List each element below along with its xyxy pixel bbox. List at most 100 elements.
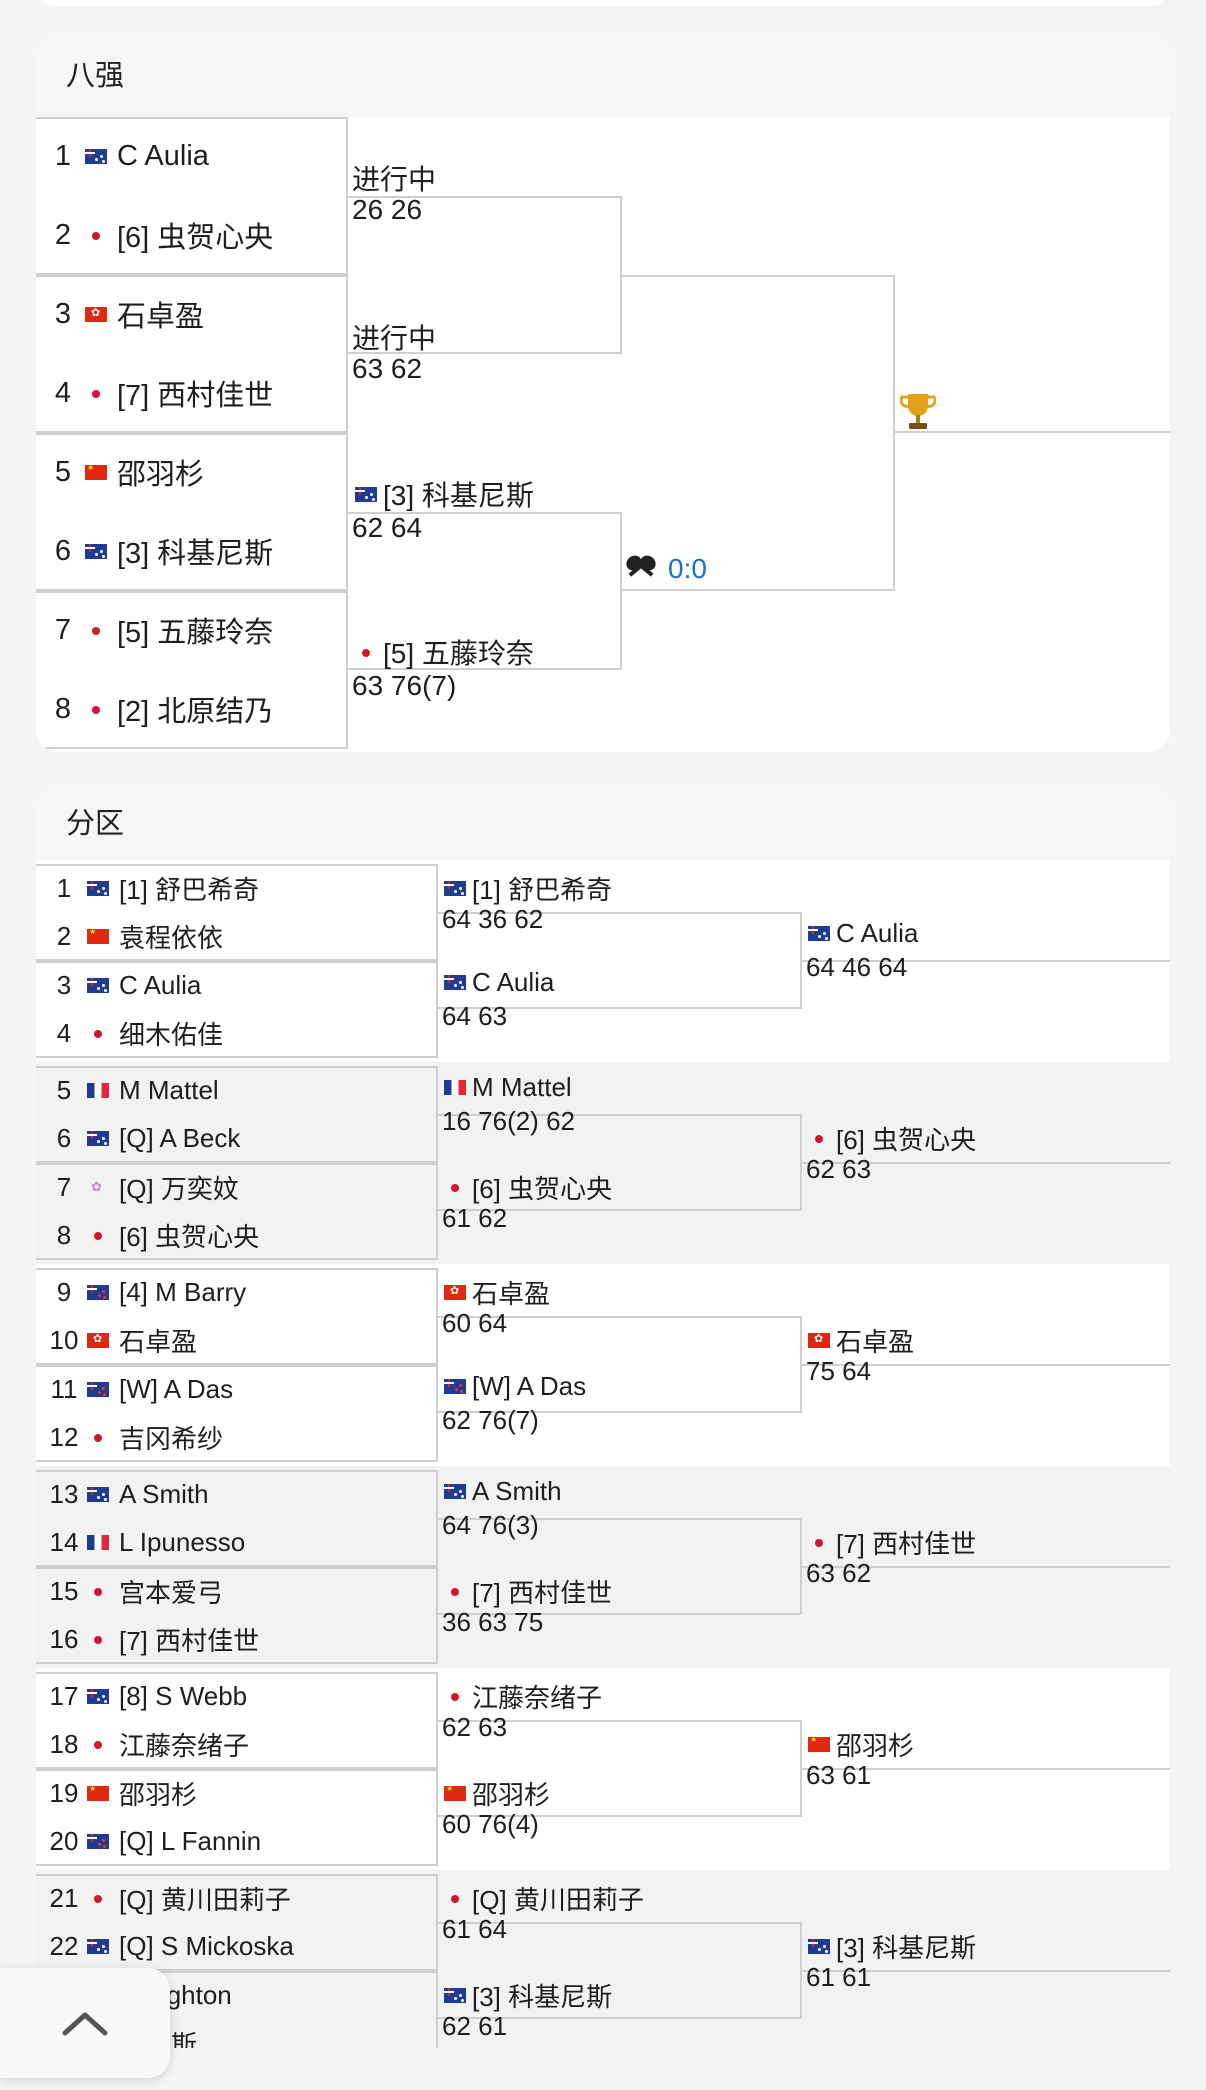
- jp-flag-icon: [438, 1180, 472, 1195]
- match-box: [36, 961, 438, 1058]
- player-row[interactable]: 4[7] 西村佳世: [47, 354, 273, 432]
- scroll-to-top-button[interactable]: [0, 1968, 170, 2078]
- player-name: 吉冈希纱: [119, 1424, 224, 1454]
- seed-number: 12: [49, 1422, 79, 1452]
- winner-label[interactable]: [3] 科基尼斯: [349, 474, 534, 514]
- player-row[interactable]: 1[1] 舒巴希奇: [47, 864, 259, 912]
- match-box: [36, 1769, 438, 1866]
- match-box: [36, 1268, 438, 1365]
- player-row[interactable]: 2袁程依依: [47, 913, 223, 961]
- cn-flag-icon: [802, 1737, 836, 1752]
- bottom-bar: [0, 2048, 1206, 2090]
- player-row[interactable]: 11 [W] A Das: [47, 1365, 234, 1413]
- player-name: [Q] 黄川田莉子: [472, 1885, 644, 1915]
- player-row[interactable]: 3石卓盈: [47, 275, 204, 353]
- winner-label[interactable]: 邵羽杉: [438, 1775, 550, 1812]
- winner-label[interactable]: M Mattel: [438, 1072, 572, 1103]
- seed-number: 16: [49, 1624, 79, 1654]
- player-row[interactable]: 6[Q] A Beck: [47, 1115, 241, 1163]
- au-flag-icon: [438, 1484, 472, 1499]
- player-row[interactable]: 19邵羽杉: [47, 1769, 197, 1817]
- au-flag-icon: [81, 880, 115, 896]
- player-name: [W] A Das: [119, 1373, 234, 1404]
- player-row[interactable]: 4 细木佑佳: [47, 1010, 223, 1058]
- winner-label[interactable]: [1] 舒巴希奇: [438, 870, 612, 907]
- winner-label[interactable]: C Aulia: [438, 967, 554, 998]
- player-row[interactable]: 20[Q] L Fannin: [47, 1818, 262, 1866]
- player-name: [Q] 黄川田莉子: [119, 1884, 291, 1915]
- bracket-connector: [348, 512, 622, 670]
- player-row[interactable]: 22[Q] S Mickoska: [47, 1923, 294, 1971]
- player-name: [6] 虫贺心央: [836, 1125, 977, 1155]
- au-flag-icon: [438, 881, 472, 896]
- match-status: 进行中: [352, 323, 437, 354]
- winner-label[interactable]: [7] 西村佳世: [802, 1524, 976, 1561]
- player-name: L Ipunesso: [119, 1527, 246, 1557]
- player-name: [7] 西村佳世: [836, 1529, 977, 1559]
- player-name: 邵羽杉: [836, 1731, 915, 1761]
- seed-number: 6: [56, 1123, 72, 1153]
- player-row[interactable]: 5邵羽杉: [47, 433, 204, 511]
- seed-number: 11: [50, 1373, 78, 1404]
- match-box: [36, 591, 348, 749]
- au-flag-icon: [81, 1939, 115, 1954]
- winner-label[interactable]: 江藤奈绪子: [438, 1678, 602, 1715]
- player-name: 石卓盈: [472, 1279, 551, 1309]
- player-name: [3] 科基尼斯: [117, 538, 274, 570]
- winner-label[interactable]: [5] 五藤玲奈: [349, 632, 534, 672]
- winner-label[interactable]: [3] 科基尼斯: [438, 1977, 612, 2014]
- au-flag-icon: [79, 148, 113, 164]
- player-row[interactable]: 2[6] 虫贺心央: [47, 196, 273, 274]
- player-row[interactable]: 10石卓盈: [47, 1317, 197, 1365]
- seed-number: 4: [56, 1018, 72, 1048]
- winner-label[interactable]: [3] 科基尼斯: [802, 1928, 976, 1965]
- seed-number: 7: [54, 613, 72, 646]
- seed-number: 18: [49, 1729, 79, 1759]
- match-box: [36, 275, 348, 433]
- jp-flag-icon: [802, 1131, 836, 1146]
- player-row[interactable]: 8[2] 北原结乃: [47, 670, 273, 748]
- match-score: 62 64: [352, 512, 423, 543]
- player-row[interactable]: 6[3] 科基尼斯: [47, 512, 273, 590]
- player-row[interactable]: 16[7] 西村佳世: [47, 1616, 260, 1664]
- r3-line: [802, 1768, 1170, 1770]
- winner-label[interactable]: [6] 虫贺心央: [802, 1120, 976, 1157]
- player-name: 细木佑佳: [119, 1020, 224, 1050]
- winner-label[interactable]: C Aulia: [802, 918, 918, 949]
- player-row[interactable]: 9[4] M Barry: [47, 1268, 246, 1316]
- player-row[interactable]: 8[6] 虫贺心央: [47, 1212, 259, 1260]
- winner-label[interactable]: 邵羽杉: [802, 1726, 914, 1763]
- live-match[interactable]: 0:0: [624, 553, 707, 585]
- hk-flag-icon: [802, 1333, 836, 1348]
- seed-number: 8: [56, 1220, 72, 1250]
- cn-flag-icon: [438, 1786, 472, 1801]
- player-name: 石卓盈: [117, 301, 205, 333]
- bracket-connector: [438, 1114, 802, 1211]
- winner-label[interactable]: [Q] 黄川田莉子: [438, 1880, 644, 1917]
- au-flag-icon: [79, 543, 113, 559]
- player-name: M Mattel: [472, 1072, 572, 1102]
- winner-label[interactable]: [6] 虫贺心央: [438, 1169, 612, 1206]
- player-name: 袁程依依: [119, 923, 224, 953]
- winner-label[interactable]: 石卓盈: [438, 1274, 550, 1311]
- winner-label[interactable]: A Smith: [438, 1476, 562, 1507]
- winner-label[interactable]: [W] A Das: [438, 1371, 586, 1402]
- player-row[interactable]: 7[5] 五藤玲奈: [47, 591, 273, 669]
- player-row[interactable]: 17[8] S Webb: [47, 1672, 248, 1720]
- player-row[interactable]: 7[Q] 万奕妏: [47, 1163, 239, 1211]
- player-name: C Aulia: [472, 967, 555, 997]
- r3-line: [802, 960, 1170, 962]
- player-row[interactable]: 21[Q] 黄川田莉子: [47, 1874, 291, 1922]
- winner-label[interactable]: 石卓盈: [802, 1322, 914, 1359]
- seed-number: 13: [49, 1478, 79, 1509]
- player-row[interactable]: 13 A Smith: [47, 1470, 209, 1518]
- winner-label[interactable]: [7] 西村佳世: [438, 1573, 612, 1610]
- player-row[interactable]: 12 吉冈希纱: [47, 1414, 223, 1462]
- player-name: A Smith: [119, 1478, 209, 1509]
